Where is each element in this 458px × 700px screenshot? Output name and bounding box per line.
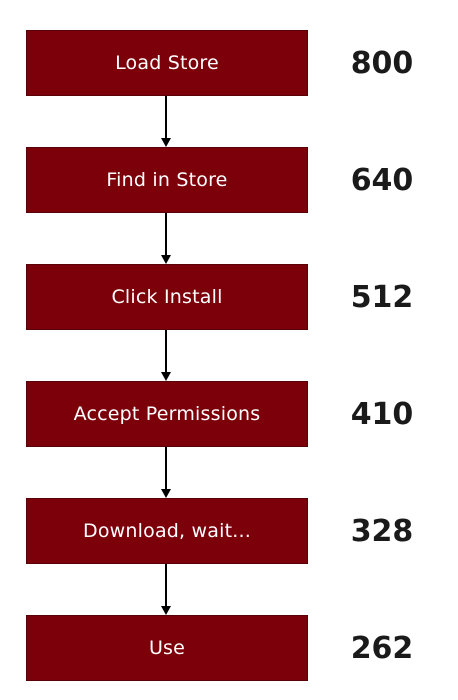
step-box: Download, wait... bbox=[26, 498, 308, 564]
step-label: Find in Store bbox=[106, 169, 228, 191]
step-box: Use bbox=[26, 615, 308, 681]
step-label: Use bbox=[148, 637, 186, 659]
step-box: Find in Store bbox=[26, 147, 308, 213]
step-label: Load Store bbox=[115, 52, 219, 74]
step-find-in-store: Find in Store 640 bbox=[0, 147, 458, 213]
step-box: Load Store bbox=[26, 30, 308, 96]
arrow-connector bbox=[160, 213, 172, 264]
step-label: Download, wait... bbox=[83, 520, 251, 542]
step-value: 262 bbox=[350, 630, 414, 666]
step-value: 512 bbox=[350, 279, 414, 315]
step-load-store: Load Store 800 bbox=[0, 30, 458, 96]
arrow-connector bbox=[160, 330, 172, 381]
arrow-connector bbox=[160, 447, 172, 498]
arrow-connector bbox=[160, 96, 172, 147]
step-box: Accept Permissions bbox=[26, 381, 308, 447]
step-accept-permissions: Accept Permissions 410 bbox=[0, 381, 458, 447]
step-use: Use 262 bbox=[0, 615, 458, 681]
step-value: 328 bbox=[350, 513, 414, 549]
step-value: 410 bbox=[350, 396, 414, 432]
arrow-connector bbox=[160, 564, 172, 615]
step-label: Accept Permissions bbox=[73, 403, 261, 425]
step-download-wait: Download, wait... 328 bbox=[0, 498, 458, 564]
step-box: Click Install bbox=[26, 264, 308, 330]
step-click-install: Click Install 512 bbox=[0, 264, 458, 330]
step-value: 640 bbox=[350, 162, 414, 198]
step-label: Click Install bbox=[111, 286, 223, 308]
step-value: 800 bbox=[350, 45, 414, 81]
